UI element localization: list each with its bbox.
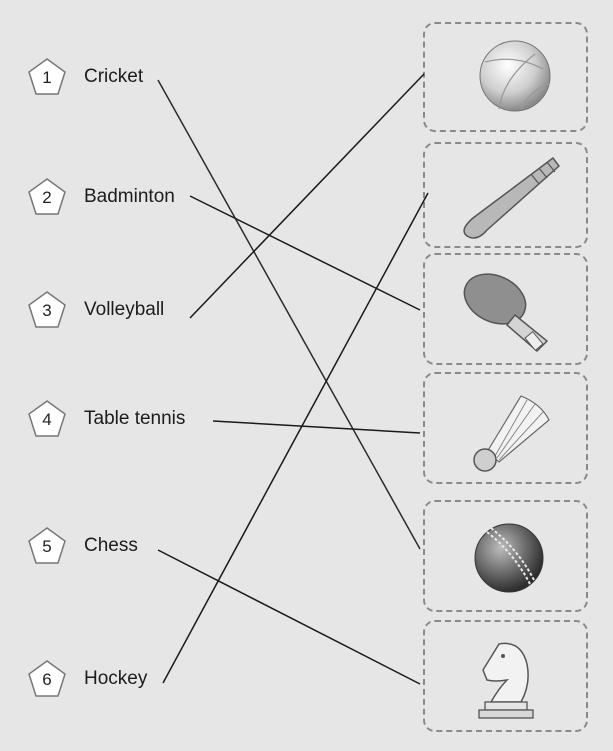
item-number: 6: [42, 670, 52, 689]
item-label: Table tennis: [84, 408, 186, 429]
item-cricket: 1 Cricket: [26, 55, 143, 99]
item-volleyball: 3 Volleyball: [26, 288, 164, 332]
item-label: Volleyball: [84, 299, 165, 320]
picture-box-cricket-ball: [423, 500, 588, 612]
line-chess-to-chess-knight: [157, 549, 421, 685]
number-badge: 5: [26, 525, 68, 567]
line-volleyball-to-volleyball: [189, 73, 425, 319]
hockey-stick-icon: [463, 156, 561, 239]
item-number: 2: [42, 188, 52, 207]
number-badge: 4: [26, 398, 68, 440]
picture-box-hockey: [423, 142, 588, 248]
item-chess: 5 Chess: [26, 524, 138, 568]
item-number: 3: [42, 301, 52, 320]
item-label: Cricket: [84, 66, 144, 87]
picture-box-chess-knight: [423, 620, 588, 732]
line-hockey-to-hockey-stick: [162, 192, 429, 684]
item-number: 5: [42, 537, 52, 556]
line-cricket-to-cricket-ball: [157, 79, 421, 550]
number-badge: 1: [26, 56, 68, 98]
item-number: 1: [42, 68, 52, 87]
line-badminton-to-table-tennis-bat: [189, 195, 421, 311]
chess-knight-icon: [478, 642, 534, 719]
item-number: 4: [42, 410, 52, 429]
volleyball-icon: [479, 40, 551, 112]
item-badminton: 2 Badminton: [26, 175, 175, 219]
cricket-ball-icon: [474, 523, 544, 593]
shuttlecock-icon: [473, 395, 550, 472]
picture-box-table-tennis: [423, 253, 588, 365]
item-label: Badminton: [84, 186, 175, 207]
line-table-tennis-to-shuttlecock: [212, 420, 421, 434]
item-table-tennis: 4 Table tennis: [26, 397, 185, 441]
table-tennis-bat-icon: [463, 273, 549, 353]
number-badge: 3: [26, 289, 68, 331]
number-badge: 6: [26, 658, 68, 700]
item-label: Chess: [84, 535, 138, 556]
number-badge: 2: [26, 176, 68, 218]
item-label: Hockey: [84, 668, 148, 689]
item-hockey: 6 Hockey: [26, 657, 147, 701]
picture-box-volleyball: [423, 22, 588, 132]
picture-box-shuttlecock: [423, 372, 588, 484]
